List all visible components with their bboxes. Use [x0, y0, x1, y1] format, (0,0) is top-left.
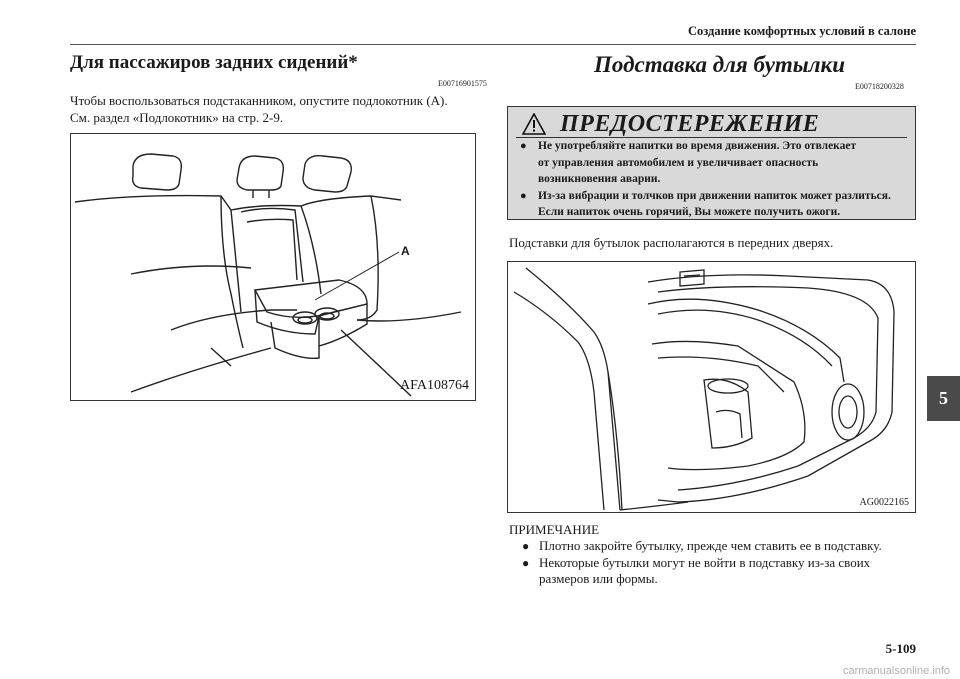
page-number: 5-109 [885, 641, 916, 656]
warning-item-line: Из-за вибрации и толчков при движении на… [538, 189, 891, 202]
rear-seat-armrest-drawing [74, 153, 462, 397]
armrest-cupholder-illustration: A AFA108764 [70, 133, 476, 401]
bullet-icon: ● [522, 555, 530, 570]
rear-seat-paragraph-line1: Чтобы воспользоваться подстаканником, оп… [70, 93, 448, 108]
door-bottle-holder-illustration: AG0022165 [507, 261, 916, 513]
warning-title: ПРЕДОСТЕРЕЖЕНИЕ [560, 110, 820, 137]
warning-item-line: возникновения аварии. [538, 173, 661, 185]
watermark: carmanualsonline.info [842, 665, 950, 677]
warning-item: ● Не употребляйте напитки во время движе… [520, 138, 908, 188]
warning-item-line: Не употребляйте напитки во время движени… [538, 140, 857, 152]
note-item: ● Плотно закройте бутылку, прежде чем ст… [522, 538, 917, 555]
warning-title-row: ПРЕДОСТЕРЕЖЕНИЕ [522, 109, 819, 139]
chapter-tab: 5 [927, 376, 960, 421]
note-item-line: размеров или формы. [539, 571, 658, 586]
figure-caption-right: AG0022165 [859, 497, 909, 508]
note-item-line: Плотно закройте бутылку, прежде чем став… [539, 538, 882, 553]
section-code-left: E00716901575 [438, 79, 487, 88]
running-header: Создание комфортных условий в салоне [687, 24, 916, 38]
warning-item-line: Если напиток очень горячий, Вы можете по… [538, 206, 841, 218]
bottle-holder-heading: Подставка для бутылки [594, 52, 846, 77]
bullet-icon: ● [520, 140, 527, 152]
warning-divider [516, 137, 907, 138]
note-item-line: Некоторые бутылки могут не войти в подст… [539, 554, 871, 570]
note-heading: ПРИМЕЧАНИЕ [509, 522, 600, 537]
front-door-drawing [513, 267, 895, 511]
warning-list: ● Не употребляйте напитки во время движе… [520, 138, 908, 221]
note-list: ● Плотно закройте бутылку, прежде чем ст… [522, 538, 917, 588]
warning-box: ПРЕДОСТЕРЕЖЕНИЕ ● Не употребляйте напитк… [507, 106, 916, 220]
warning-triangle-icon [522, 113, 546, 135]
armrest-label-a: A [401, 244, 410, 258]
rear-seat-paragraph-line2: См. раздел «Подлокотник» на стр. 2-9. [70, 110, 284, 125]
rear-seat-paragraph: Чтобы воспользоваться подстаканником, оп… [70, 92, 480, 126]
figure-caption-left: AFA108764 [400, 378, 469, 393]
bottle-holder-paragraph: Подставки для бутылок располагаются в пе… [509, 235, 834, 250]
bullet-icon: ● [522, 539, 530, 553]
warning-item: ● Из-за вибрации и толчков при движении … [520, 188, 908, 221]
bullet-icon: ● [520, 189, 527, 202]
note-item: ● Некоторые бутылки могут не войти в под… [522, 555, 917, 588]
rear-seat-heading: Для пассажиров задних сидений* [70, 52, 358, 73]
section-code-right: E00718200328 [855, 82, 904, 91]
header-rule [70, 44, 916, 45]
warning-item-line: от управления автомобилем и увеличивает … [538, 156, 819, 169]
